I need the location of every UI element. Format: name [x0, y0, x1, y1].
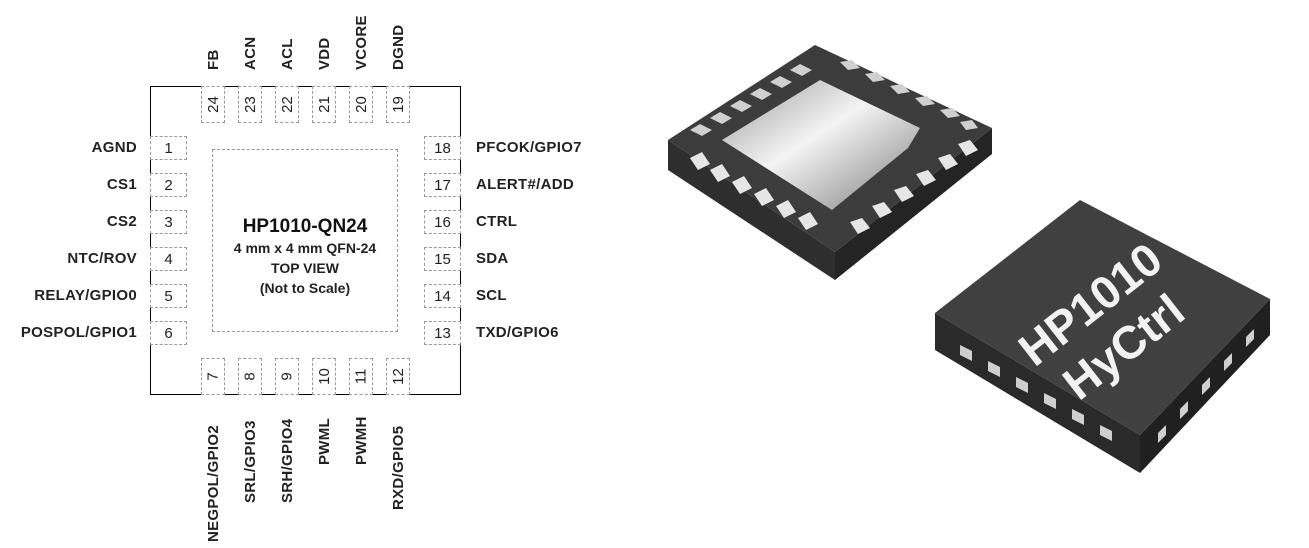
pin-label-22: ACL — [279, 38, 296, 70]
pin-label-11: PWMH — [353, 416, 370, 465]
pin-label-16: CTRL — [476, 213, 518, 230]
exposed-pad-outline — [212, 149, 398, 332]
pin-19: 19 — [386, 86, 410, 123]
pin-10: 10 — [312, 358, 336, 395]
package-outline — [150, 86, 461, 395]
pin-5: 5 — [150, 284, 187, 308]
pin-label-3: CS2 — [106, 213, 137, 230]
pin-label-6: POSPOL/GPIO1 — [20, 324, 137, 341]
package-size: 4 mm x 4 mm QFN-24 — [233, 240, 377, 256]
pin-label-2: CS1 — [106, 176, 137, 193]
pin-label-18: PFCOK/GPIO7 — [476, 139, 582, 156]
pin-1: 1 — [150, 136, 187, 160]
pin-16: 16 — [424, 210, 461, 234]
pin-label-24: FB — [205, 49, 222, 70]
pin-label-5: RELAY/GPIO0 — [34, 287, 137, 304]
part-number: HP1010-QN24 — [242, 216, 368, 237]
pin-23: 23 — [238, 86, 262, 123]
view-label: TOP VIEW — [271, 260, 339, 276]
pin-22: 22 — [275, 86, 299, 123]
chip-top-view-image: HP1010 HyCtrl — [935, 200, 1270, 473]
pin-label-17: ALERT#/ADD — [476, 176, 575, 193]
pin-2: 2 — [150, 173, 187, 197]
pin-14: 14 — [424, 284, 461, 308]
package-info: HP1010-QN24 4 mm x 4 mm QFN-24 TOP VIEW … — [212, 216, 398, 298]
pin-20: 20 — [349, 86, 373, 123]
pin-label-7: NEGPOL/GPIO2 — [205, 425, 222, 542]
pin-24: 24 — [201, 86, 225, 123]
pin-9: 9 — [275, 358, 299, 395]
pin-8: 8 — [238, 358, 262, 395]
pin-label-21: VDD — [316, 37, 333, 70]
pin-label-12: RXD/GPIO5 — [390, 425, 407, 510]
pin-12: 12 — [386, 358, 410, 395]
pin-label-14: SCL — [476, 287, 507, 304]
pin-21: 21 — [312, 86, 336, 123]
pin-18: 18 — [424, 136, 461, 160]
pin-label-10: PWML — [316, 417, 333, 465]
pin-11: 11 — [349, 358, 373, 395]
pin-label-9: SRH/GPIO4 — [279, 418, 296, 503]
pin-label-20: VCORE — [353, 15, 370, 70]
pin-3: 3 — [150, 210, 187, 234]
pin-7: 7 — [201, 358, 225, 395]
pin-15: 15 — [424, 247, 461, 271]
pin-13: 13 — [424, 321, 461, 345]
scale-note: (Not to Scale) — [259, 280, 351, 296]
chip-bottom-view-image — [668, 45, 992, 280]
pin-6: 6 — [150, 321, 187, 345]
pin-label-15: SDA — [476, 250, 509, 267]
pin-label-19: DGND — [390, 24, 407, 70]
pin-4: 4 — [150, 247, 187, 271]
pin-label-23: ACN — [242, 36, 259, 70]
pin-label-1: AGND — [91, 139, 137, 156]
pin-label-4: NTC/ROV — [67, 250, 137, 267]
pin-17: 17 — [424, 173, 461, 197]
pin-label-8: SRL/GPIO3 — [242, 420, 259, 503]
pin-label-13: TXD/GPIO6 — [476, 324, 559, 341]
